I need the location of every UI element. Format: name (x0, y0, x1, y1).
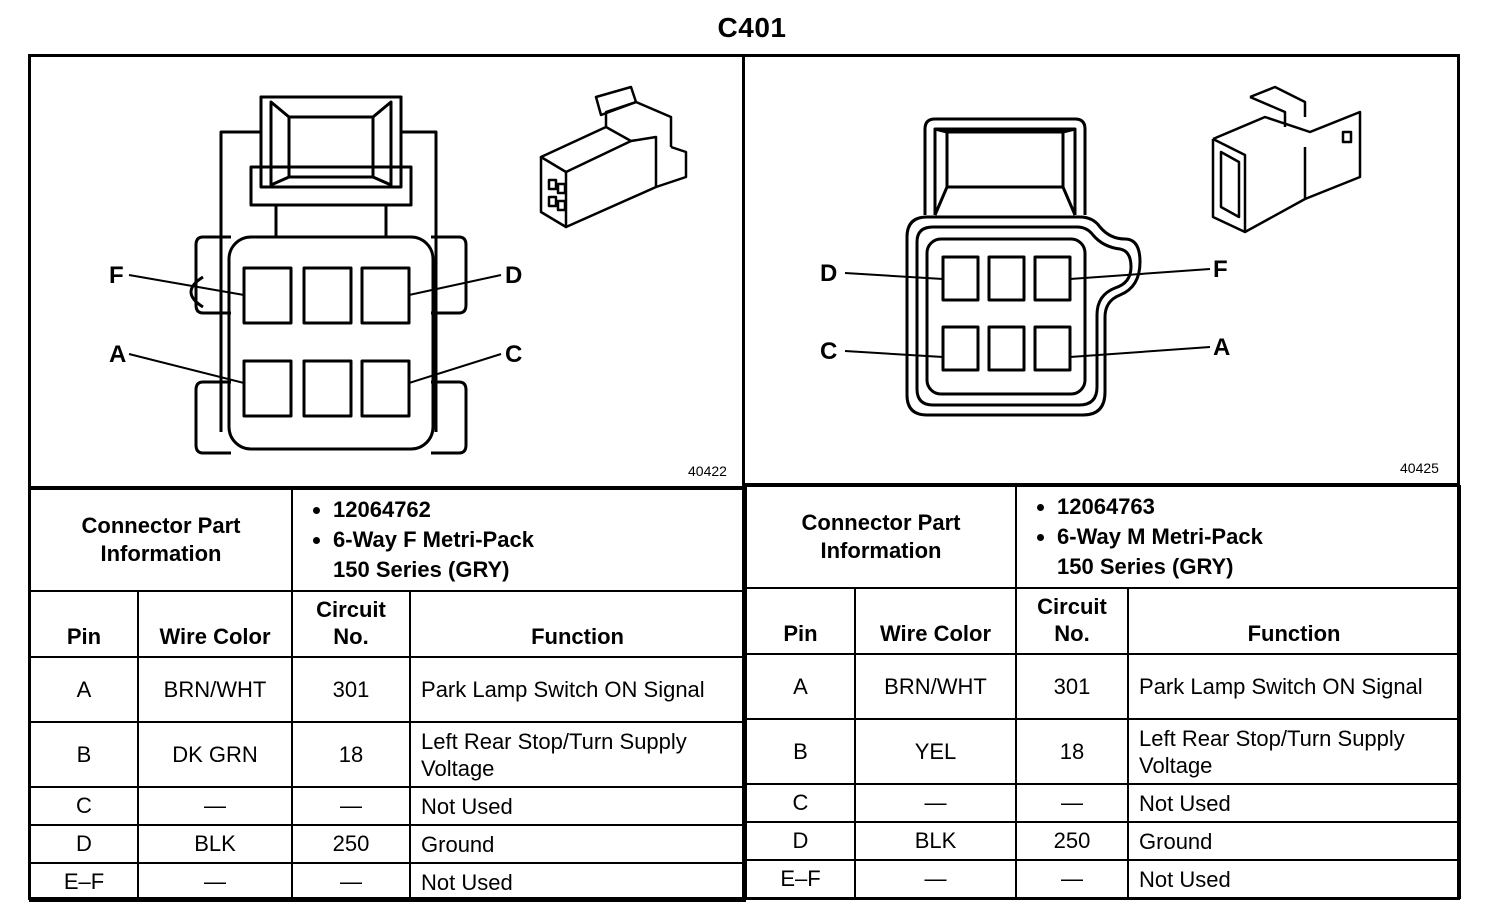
function-cell: Ground (1127, 821, 1462, 861)
circuit-cell: — (1015, 859, 1130, 899)
function-cell: Not Used (1127, 859, 1462, 899)
part-description: 6-Way M Metri-Pack 150 Series (GRY) (1057, 522, 1449, 582)
pin-label-a: A (109, 341, 126, 368)
circuit-cell: — (291, 786, 412, 826)
wire-color-cell: BLK (136, 824, 294, 864)
figure-ref-number: 40422 (688, 463, 727, 479)
male-connector-diagram: D F C A 40425 (745, 57, 1457, 487)
part-desc-line-1: 6-Way M Metri-Pack (1057, 524, 1263, 549)
table-row: B DK GRN 18 Left Rear Stop/Turn Supply V… (29, 721, 747, 788)
pin-cell: C (29, 786, 139, 826)
circuit-cell: 18 (291, 721, 412, 788)
male-connector-face-drawing: D F C A (820, 85, 1362, 417)
pin-cell: E–F (29, 862, 139, 902)
function-cell: Not Used (1127, 783, 1462, 823)
circuit-cell: — (291, 862, 412, 902)
pin-cell: B (29, 721, 139, 788)
pin-label-f: F (109, 262, 124, 289)
part-info-row: Connector Part Information 12064763 6-Wa… (744, 485, 1462, 589)
function-cell: Park Lamp Switch ON Signal (1127, 653, 1462, 720)
pin-cell: A (29, 656, 139, 723)
circuit-cell: — (1015, 783, 1130, 823)
pin-cell: A (745, 653, 856, 720)
female-connector-diagram: F D A C 40422 (31, 57, 742, 487)
header-wire-color: Wire Color (136, 590, 294, 658)
figure-ref-number: 40425 (1400, 460, 1439, 476)
header-wire-color: Wire Color (853, 587, 1018, 655)
part-info-label: Connector Part Information (28, 488, 294, 592)
header-circuit: Circuit No. (1015, 587, 1130, 655)
circuit-cell: 250 (1015, 821, 1130, 861)
pin-cell: D (745, 821, 856, 861)
center-divider (742, 54, 745, 900)
part-number: 12064763 (1057, 492, 1449, 522)
wire-color-cell: BRN/WHT (853, 653, 1018, 720)
part-info-row: Connector Part Information 12064762 6-Wa… (28, 488, 747, 592)
pin-cell: E–F (745, 859, 856, 899)
table-row: E–F — — Not Used (29, 862, 747, 902)
female-connector-face-drawing: F D A C (109, 85, 688, 455)
wire-color-cell: — (136, 862, 294, 902)
part-desc-line-1: 6-Way F Metri-Pack (333, 527, 534, 552)
circuit-cell: 18 (1015, 718, 1130, 785)
function-cell: Left Rear Stop/Turn Supply Voltage (409, 721, 747, 788)
female-connector-3d-icon (539, 85, 688, 229)
pin-label-d: D (505, 262, 522, 289)
table-row: A BRN/WHT 301 Park Lamp Switch ON Signal (29, 656, 747, 723)
part-number: 12064762 (333, 495, 734, 525)
header-function: Function (409, 590, 747, 658)
circuit-cell: 301 (291, 656, 412, 723)
header-pin: Pin (29, 590, 139, 658)
wire-color-cell: BRN/WHT (136, 656, 294, 723)
function-cell: Not Used (409, 862, 747, 902)
male-connector-3d-icon (1211, 85, 1362, 234)
pin-label-d: D (820, 260, 837, 287)
header-row: Pin Wire Color Circuit No. Function (29, 590, 747, 658)
table-row: C — — Not Used (745, 783, 1462, 823)
circuit-cell: 250 (291, 824, 412, 864)
table-row: A BRN/WHT 301 Park Lamp Switch ON Signal (745, 653, 1462, 720)
right-section-rule (745, 483, 1460, 486)
table-row: E–F — — Not Used (745, 859, 1462, 899)
function-cell: Left Rear Stop/Turn Supply Voltage (1127, 718, 1462, 785)
header-row: Pin Wire Color Circuit No. Function (745, 587, 1462, 655)
pin-cell: D (29, 824, 139, 864)
part-info-label: Connector Part Information (744, 485, 1018, 589)
function-cell: Not Used (409, 786, 747, 826)
pin-label-f: F (1213, 256, 1228, 283)
function-cell: Park Lamp Switch ON Signal (409, 656, 747, 723)
left-section-rule (28, 486, 745, 489)
table-row: D BLK 250 Ground (745, 821, 1462, 861)
table-row: B YEL 18 Left Rear Stop/Turn Supply Volt… (745, 718, 1462, 785)
header-pin: Pin (745, 587, 856, 655)
part-desc-line-2: 150 Series (GRY) (333, 557, 510, 582)
pin-label-c: C (820, 338, 837, 365)
part-info-list: 12064762 6-Way F Metri-Pack 150 Series (G… (291, 488, 747, 592)
pin-label-a: A (1213, 334, 1230, 361)
wire-color-cell: DK GRN (136, 721, 294, 788)
function-cell: Ground (409, 824, 747, 864)
header-function: Function (1127, 587, 1462, 655)
part-description: 6-Way F Metri-Pack 150 Series (GRY) (333, 525, 734, 585)
header-circuit: Circuit No. (291, 590, 412, 658)
circuit-cell: 301 (1015, 653, 1130, 720)
pin-label-c: C (505, 341, 522, 368)
male-connector-table: Connector Part Information 12064763 6-Wa… (744, 485, 1462, 899)
wire-color-cell: BLK (853, 821, 1018, 861)
diagram-title: C401 (717, 12, 787, 43)
wire-color-cell: — (853, 859, 1018, 899)
pin-cell: C (745, 783, 856, 823)
wire-color-cell: — (136, 786, 294, 826)
pin-cell: B (745, 718, 856, 785)
part-desc-line-2: 150 Series (GRY) (1057, 554, 1234, 579)
part-info-list: 12064763 6-Way M Metri-Pack 150 Series (G… (1015, 485, 1462, 589)
wire-color-cell: YEL (853, 718, 1018, 785)
table-row: D BLK 250 Ground (29, 824, 747, 864)
table-row: C — — Not Used (29, 786, 747, 826)
female-connector-table: Connector Part Information 12064762 6-Wa… (28, 488, 747, 902)
wire-color-cell: — (853, 783, 1018, 823)
